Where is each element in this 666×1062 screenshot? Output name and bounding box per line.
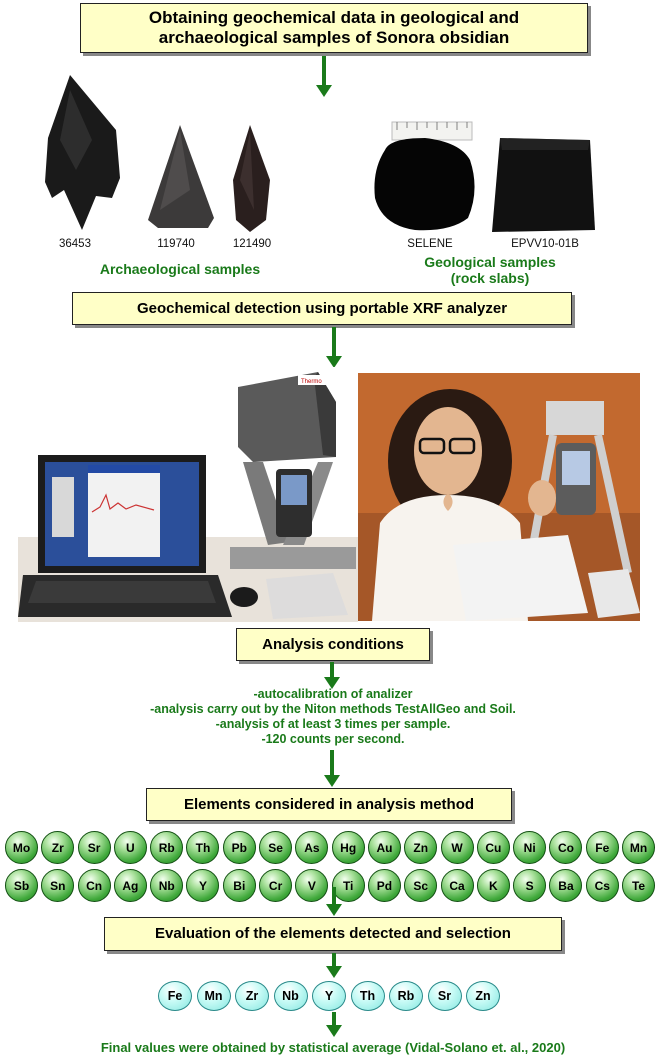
element-sb-circle: Sb [5, 869, 38, 902]
arrow-3 [324, 662, 340, 690]
element-cu-circle: Cu [476, 831, 510, 864]
element-zn-circle: Zn [466, 981, 500, 1011]
conditions-title: Analysis conditions [262, 635, 404, 653]
element-ti-circle: Ti [331, 869, 365, 902]
element-th-circle: Th [186, 831, 220, 864]
element-u-circle: U [113, 831, 147, 864]
element-rb-circle: Rb [389, 981, 423, 1011]
element-co-circle: Co [549, 831, 583, 864]
sample-label-121490: 121490 [232, 238, 272, 250]
elements-box: Elements considered in analysis method [146, 788, 512, 821]
title-text: Obtaining geochemical data in geological… [148, 8, 520, 47]
element-se-circle: Se [259, 831, 293, 864]
element-ag-circle: Ag [113, 869, 147, 902]
arrow-4 [324, 750, 340, 788]
condition-1: -autocalibration of analizer [253, 687, 413, 701]
element-mn-circle: Mn [622, 831, 656, 864]
elements-title: Elements considered in analysis method [183, 795, 475, 813]
element-au-circle: Au [367, 831, 401, 864]
element-mo-circle: Mo [5, 831, 38, 864]
evaluation-box: Evaluation of the elements detected and … [104, 917, 562, 951]
arrow-7 [326, 1012, 342, 1038]
arrow-2 [326, 327, 342, 369]
element-zr-circle: Zr [235, 981, 269, 1011]
element-s-circle: S [513, 869, 547, 902]
sample-label-epvv: EPVV10-01B [511, 238, 579, 250]
sample-label-36453: 36453 [59, 238, 91, 250]
detection-box: Geochemical detection using portable XRF… [72, 292, 572, 325]
element-as-circle: As [295, 831, 329, 864]
conditions-box: Analysis conditions [236, 628, 430, 661]
element-sr-circle: Sr [427, 981, 462, 1011]
element-y-circle: Y [312, 981, 346, 1011]
arrow-5 [326, 887, 342, 917]
element-w-circle: W [440, 831, 474, 864]
epvv-slab [492, 138, 595, 232]
element-y-circle: Y [186, 869, 220, 902]
selene-slab [374, 138, 475, 231]
condition-2: -analysis carry out by the Niton methods… [150, 702, 516, 716]
element-ni-circle: Ni [513, 831, 547, 864]
geological-label-line1: Geological samples [424, 254, 556, 270]
conditions-list: -autocalibration of analizer -analysis c… [0, 687, 666, 747]
evaluation-title: Evaluation of the elements detected and … [155, 925, 511, 943]
archaeological-label: Archaeological samples [99, 261, 261, 277]
condition-3: -analysis of at least 3 times per sample… [215, 717, 451, 731]
samples-photo [45, 75, 595, 232]
arrow-1 [316, 56, 332, 98]
element-rb-circle: Rb [150, 831, 184, 864]
element-fe-circle: Fe [158, 981, 192, 1011]
operator-photo [358, 373, 640, 621]
element-sc-circle: Sc [404, 869, 438, 902]
element-zr-circle: Zr [41, 831, 75, 864]
element-cn-circle: Cn [77, 869, 111, 902]
final-note: Final values were obtained by statistica… [100, 1040, 566, 1055]
element-cr-circle: Cr [259, 869, 293, 902]
condition-4: -120 counts per second. [261, 732, 405, 746]
arrow-6 [326, 953, 342, 979]
element-sr-circle: Sr [77, 831, 111, 864]
element-mn-circle: Mn [196, 981, 231, 1011]
detection-text: Geochemical detection using portable XRF… [136, 299, 508, 317]
element-nb-circle: Nb [273, 981, 308, 1011]
element-k-circle: K [476, 869, 510, 902]
element-cs-circle: Cs [585, 869, 619, 902]
xrf-brand-text: Thermo [301, 379, 322, 385]
sample-label-selene: SELENE [407, 238, 453, 250]
title-box: Obtaining geochemical data in geological… [80, 3, 588, 53]
element-te-circle: Te [622, 869, 656, 902]
element-fe-circle: Fe [585, 831, 619, 864]
element-th-circle: Th [350, 981, 385, 1011]
element-v-circle: V [295, 869, 329, 902]
element-hg-circle: Hg [331, 831, 365, 864]
element-pb-circle: Pb [222, 831, 256, 864]
geological-label-line2: (rock slabs) [450, 270, 530, 286]
element-ba-circle: Ba [549, 869, 583, 902]
element-sn-circle: Sn [41, 869, 75, 902]
element-bi-circle: Bi [222, 869, 256, 902]
element-ca-circle: Ca [440, 869, 474, 902]
xrf-lab-photo: Thermo [18, 367, 358, 622]
sample-label-119740: 119740 [157, 238, 195, 250]
element-nb-circle: Nb [150, 869, 184, 902]
element-zn-circle: Zn [404, 831, 438, 864]
element-pd-circle: Pd [367, 869, 401, 902]
